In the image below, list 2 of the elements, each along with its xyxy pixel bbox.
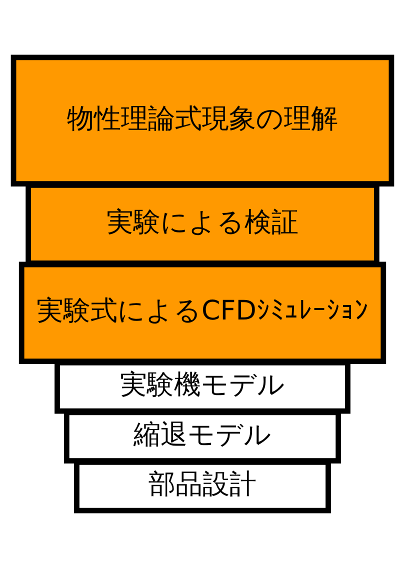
node-box: 実験式によるCFDｼﾐｭﾚｰｼｮﾝ (18, 261, 386, 364)
node-box: 物性理論式現象の理解 (10, 54, 394, 186)
